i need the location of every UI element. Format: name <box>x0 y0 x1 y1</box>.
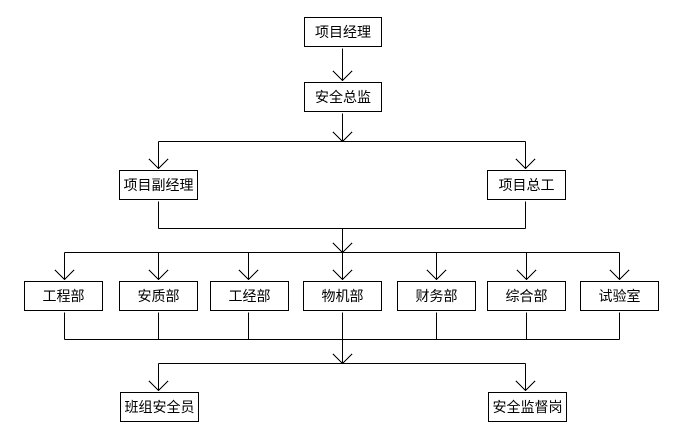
node-department: 安质部 <box>119 281 198 311</box>
node-safety-director: 安全总监 <box>304 82 382 112</box>
arrowhead-icon <box>609 269 630 281</box>
arrowhead-icon <box>148 269 169 281</box>
node-project-manager: 项目经理 <box>304 17 382 47</box>
arrowhead-icon <box>426 269 447 281</box>
node-team-safety-officer: 班组安全员 <box>120 392 199 422</box>
node-department: 工经部 <box>210 281 289 311</box>
arrowhead-icon <box>516 269 537 281</box>
arrowhead-icon <box>238 269 259 281</box>
node-chief-engineer: 项目总工 <box>487 170 566 200</box>
node-department: 工程部 <box>24 281 103 311</box>
arrowhead-icon <box>332 70 353 82</box>
node-safety-supervision-post: 安全监督岗 <box>488 392 567 422</box>
arrowhead-icon <box>515 380 536 392</box>
node-department: 试验室 <box>580 281 659 311</box>
arrowhead-icon <box>54 269 75 281</box>
node-department: 综合部 <box>487 281 566 311</box>
arrowhead-icon <box>515 158 536 170</box>
node-deputy-manager: 项目副经理 <box>119 170 198 200</box>
arrowhead-icon <box>332 269 353 281</box>
arrowhead-icon <box>148 158 169 170</box>
node-department: 财务部 <box>397 281 476 311</box>
arrowhead-icon <box>148 380 169 392</box>
node-department: 物机部 <box>303 281 382 311</box>
